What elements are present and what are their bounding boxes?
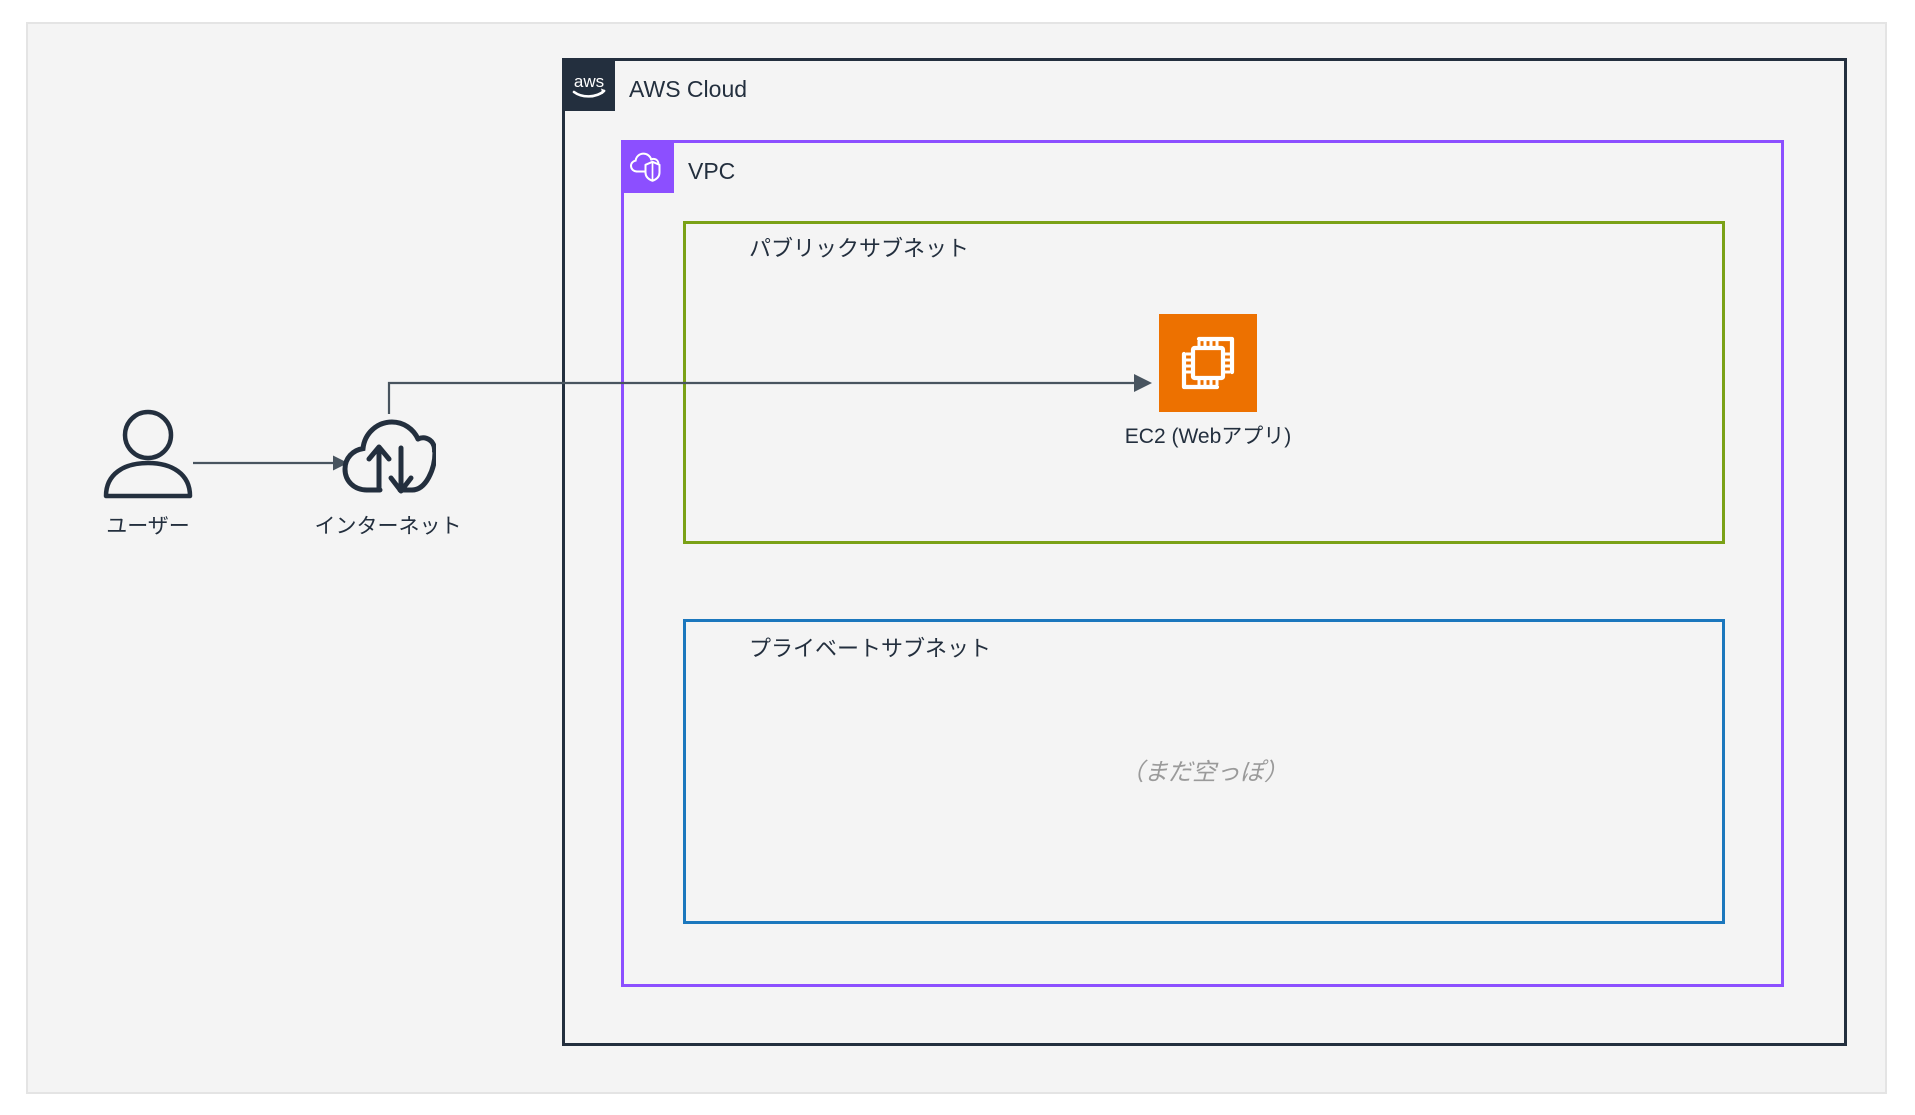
vpc-cloud-shield-icon <box>621 140 674 193</box>
internet-cloud-arrows-icon <box>340 414 438 500</box>
svg-text:aws: aws <box>573 72 603 91</box>
group-label-private-subnet: プライベートサブネット <box>749 636 992 661</box>
node-ec2[interactable]: EC2 (Webアプリ) <box>1125 314 1291 449</box>
group-label-vpc: VPC <box>688 158 736 184</box>
node-label-ec2: EC2 (Webアプリ) <box>1124 425 1292 448</box>
group-label-public-subnet: パブリックサブネット <box>749 236 970 261</box>
group-label-aws-cloud: AWS Cloud <box>629 76 748 102</box>
node-label-user: ユーザー <box>106 515 190 538</box>
group-vpc[interactable] <box>621 140 1784 987</box>
diagram-frame <box>26 22 1887 1094</box>
user-person-icon <box>100 408 196 500</box>
group-aws-cloud[interactable] <box>562 58 1847 1046</box>
node-label-internet: インターネット <box>314 515 462 538</box>
ec2-instance-icon <box>1159 314 1257 412</box>
group-private-subnet[interactable] <box>683 619 1725 924</box>
node-internet[interactable]: インターネット <box>315 414 462 539</box>
aws-logo-icon: aws <box>562 58 615 111</box>
private-subnet-placeholder: （まだ空っぽ） <box>1120 759 1288 786</box>
node-user[interactable]: ユーザー <box>100 408 196 539</box>
